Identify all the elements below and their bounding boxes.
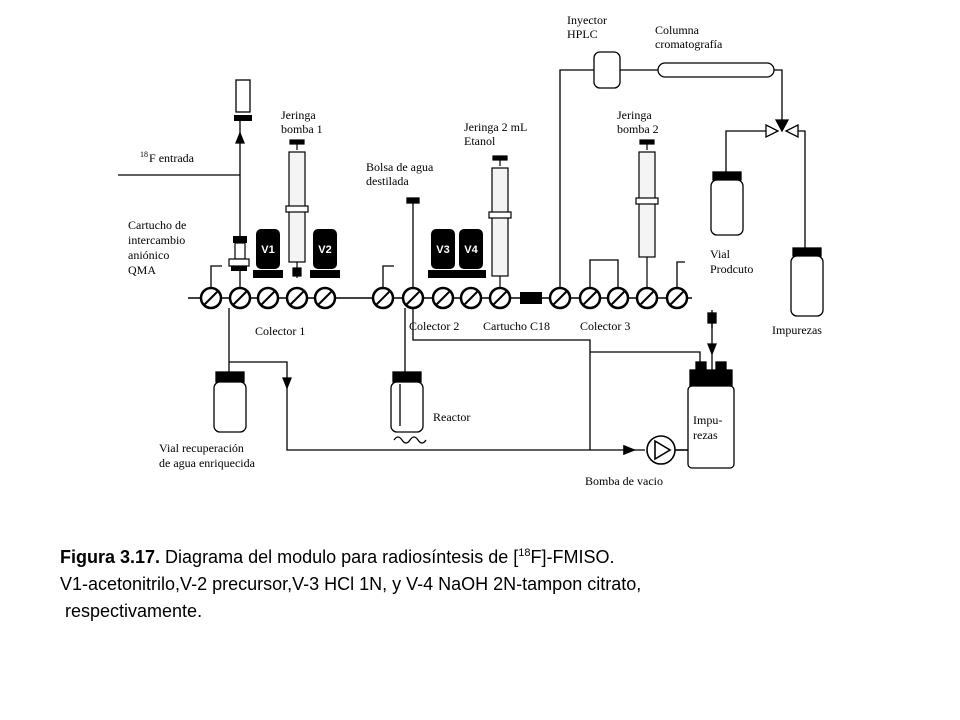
qma-cartridge xyxy=(228,236,250,271)
vial-v3: V3 xyxy=(428,229,458,278)
valve-11 xyxy=(548,286,572,310)
valve-row xyxy=(199,286,689,310)
qma-label-1: Cartucho de xyxy=(128,218,186,232)
jeringa2ml-label-2: Etanol xyxy=(464,134,496,148)
chromatography-column xyxy=(657,62,775,78)
v4-label: V4 xyxy=(464,244,478,256)
columna-label-2: cromatografía xyxy=(655,37,723,51)
impurities-vial-right xyxy=(790,247,824,317)
vacuum-pump xyxy=(623,435,688,465)
impurities-vessel xyxy=(687,361,735,469)
bolsa-label-1: Bolsa de agua xyxy=(366,160,434,174)
valve-5 xyxy=(313,286,337,310)
reagent-vials: V1 V2 V3 V4 xyxy=(253,229,486,278)
jeringa2-label-2: bomba 2 xyxy=(617,122,659,136)
valve-13 xyxy=(606,286,630,310)
recovery-line xyxy=(228,308,645,451)
valve-stubs xyxy=(210,259,685,288)
columna-label-1: Columna xyxy=(655,23,700,37)
vial-recuperacion-label-1: Vial recuperación xyxy=(159,441,244,455)
caption-line-3: respectivamente. xyxy=(60,601,203,621)
valve-4 xyxy=(285,286,309,310)
figure-caption: Figura 3.17. Diagrama del modulo para ra… xyxy=(60,544,920,625)
recovery-vial xyxy=(213,371,247,433)
jeringa1-label-1: Jeringa xyxy=(281,108,316,122)
diagram-labels: Inyector HPLC Columna cromatografía Jeri… xyxy=(128,13,822,488)
impurities-feed xyxy=(707,310,717,370)
cartucho-c18-label: Cartucho C18 xyxy=(483,319,550,333)
syringe-pump-1 xyxy=(285,139,309,278)
bolsa-label-2: destilada xyxy=(366,174,409,188)
colector2-label: Colector 2 xyxy=(409,319,459,333)
f18-label: F entrada xyxy=(149,151,195,165)
caption-line-1-pre: Diagrama del modulo para radiosíntesis d… xyxy=(160,547,519,567)
vial-producto-label-2: Prodcuto xyxy=(710,262,753,276)
f18-rest: entrada xyxy=(156,151,195,165)
vial-producto-label-1: Vial xyxy=(710,247,731,261)
reactor-label: Reactor xyxy=(433,410,470,424)
caption-line-2: V1-acetonitrilo,V-2 precursor,V-3 HCl 1N… xyxy=(60,574,642,594)
water-bag xyxy=(406,197,420,288)
product-lines xyxy=(725,130,806,248)
vial-recuperacion-label-2: de agua enriquecida xyxy=(159,456,256,470)
valve-14 xyxy=(635,286,659,310)
reactor-lines xyxy=(404,308,701,450)
f18-superscript: 18 xyxy=(140,150,148,159)
inyector-label-2: HPLC xyxy=(567,27,598,41)
caption-superscript: 18 xyxy=(518,547,531,559)
qma-label-2: intercambio xyxy=(128,233,185,247)
product-vial xyxy=(710,171,744,236)
v2-label: V2 xyxy=(318,244,331,256)
vial-v2: V2 xyxy=(310,229,340,278)
figure-label: Figura 3.17. xyxy=(60,547,161,567)
hplc-injector xyxy=(593,51,621,89)
qma-label-3: aniónico xyxy=(128,248,169,262)
waste-vial-top-cap xyxy=(234,115,252,121)
reactor-vessel xyxy=(390,371,427,444)
vial-v4: V4 xyxy=(456,229,486,278)
inyector-label-1: Inyector xyxy=(567,13,607,27)
valve-7 xyxy=(401,286,425,310)
caption-line-1-post: F]-FMISO. xyxy=(530,547,615,567)
jeringa1-label-2: bomba 1 xyxy=(281,122,323,136)
impurezas-vessel-label-2: rezas xyxy=(693,428,718,442)
valve-6 xyxy=(371,286,395,310)
valve-12 xyxy=(578,286,602,310)
valve-10 xyxy=(488,286,512,310)
syringe-pump-2 xyxy=(635,139,659,288)
qma-label-4: QMA xyxy=(128,263,156,277)
valve-15 xyxy=(665,286,689,310)
valve-8 xyxy=(431,286,455,310)
syringe-ethanol xyxy=(488,155,512,288)
v1-label: V1 xyxy=(261,244,274,256)
three-way-valve xyxy=(765,119,799,139)
valve-3 xyxy=(256,286,280,310)
valve-9 xyxy=(459,286,483,310)
v3-label: V3 xyxy=(436,244,449,256)
impurezas-vessel-label-1: Impu- xyxy=(693,413,722,427)
colector1-label: Colector 1 xyxy=(255,324,305,338)
bomba-vacio-label: Bomba de vacio xyxy=(585,474,663,488)
vial-v1: V1 xyxy=(253,229,283,278)
impurezas-right-label: Impurezas xyxy=(772,323,822,337)
f18-letter: F xyxy=(149,151,156,165)
colector3-label: Colector 3 xyxy=(580,319,630,333)
hplc-line xyxy=(559,69,783,328)
caption-line-1: Figura 3.17. Diagrama del modulo para ra… xyxy=(60,544,920,571)
jeringa2ml-label-1: Jeringa 2 mL xyxy=(464,120,527,134)
valve-1 xyxy=(199,286,223,310)
c18-cartridge xyxy=(520,292,542,304)
valve-2 xyxy=(228,286,252,310)
jeringa2-label-1: Jeringa xyxy=(617,108,652,122)
